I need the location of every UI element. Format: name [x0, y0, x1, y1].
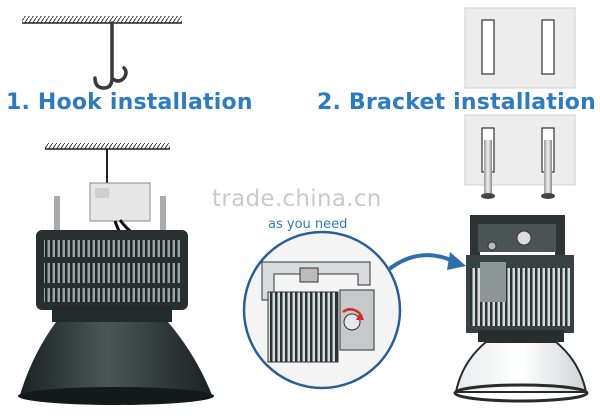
ceiling-hatch-icon [22, 16, 182, 23]
hook-installation-title: 1. Hook installation [6, 90, 253, 115]
slot-left [482, 20, 494, 74]
slot-right [542, 20, 554, 74]
bracket-installation-title: 2. Bracket installation [317, 90, 596, 115]
hook-icon [95, 23, 126, 88]
watermark-text: trade.china.cn [212, 186, 382, 212]
bracket-lamp-group [455, 215, 587, 401]
threaded-rod-left [484, 140, 492, 196]
bracket-mount-group [465, 115, 575, 199]
arrow-curve-icon [388, 255, 455, 270]
hook-lamp-group [18, 143, 214, 405]
lamp-ceiling-hatch [45, 143, 170, 149]
threaded-rod-right [544, 140, 552, 196]
lamp-dome [20, 322, 212, 395]
bolt-icon [517, 231, 531, 245]
as-you-need-note: as you need [268, 217, 347, 232]
detail-zoom-group [244, 232, 466, 388]
hook-ceiling-group [22, 16, 182, 88]
bracket-plate-group [465, 8, 575, 88]
